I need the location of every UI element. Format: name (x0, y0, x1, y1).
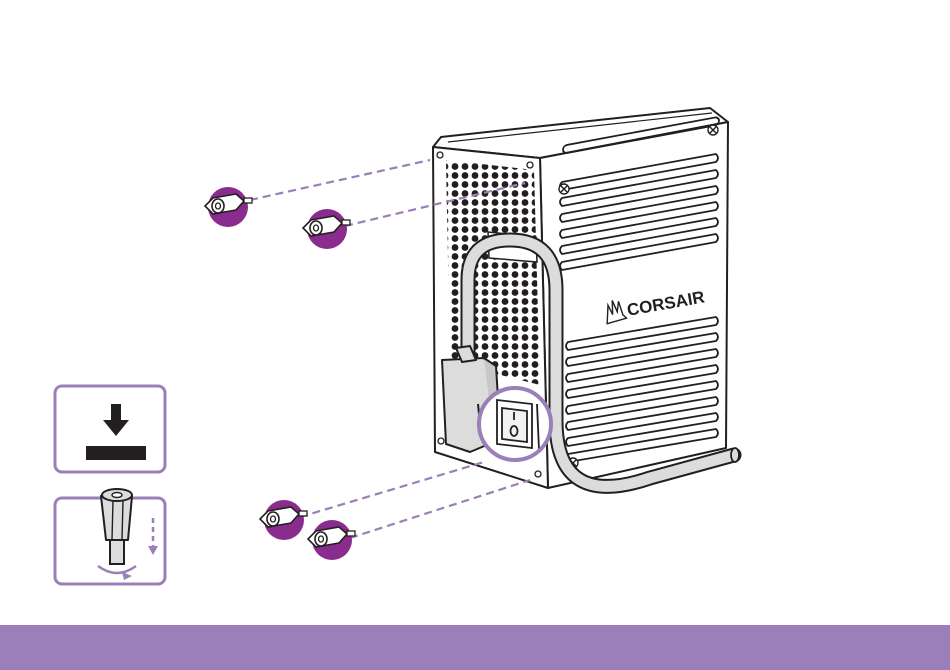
install-arrow-panel (55, 386, 165, 472)
standoff-bottom-right (308, 520, 355, 560)
standoff-bottom-left (260, 500, 307, 540)
standoff-top-right (303, 209, 350, 249)
standoff-top-left (205, 187, 252, 227)
screw-standoff-panel (55, 489, 165, 584)
footer-bar (0, 625, 950, 670)
power-switch-highlight (479, 388, 551, 460)
